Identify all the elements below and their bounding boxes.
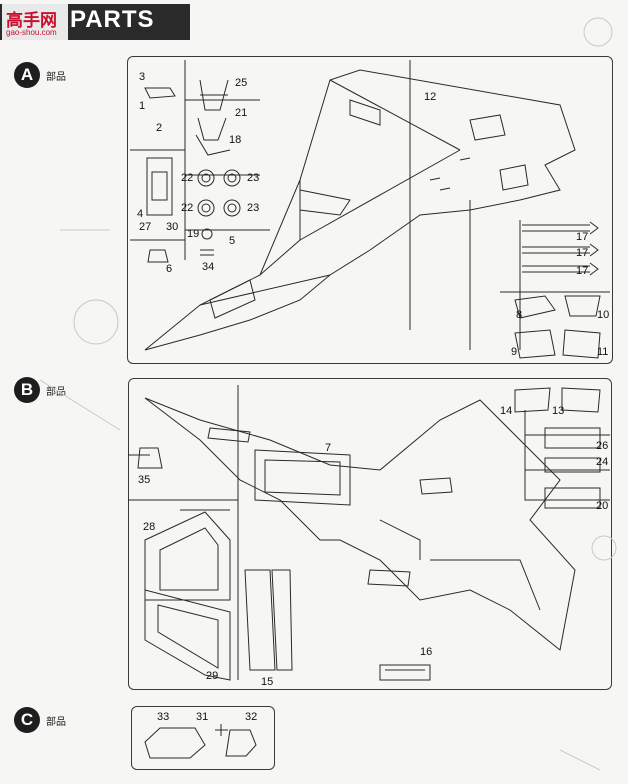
part-number: 12 [424,91,437,103]
part-number: 28 [143,521,156,533]
part-number: 15 [261,676,274,688]
part-number: 8 [516,309,523,321]
part-number: 29 [206,670,219,682]
part-number: 24 [596,456,609,468]
part-number: 1 [139,100,146,112]
part-number: 19 [187,228,200,240]
section-a-label: 部品 [46,72,66,83]
part-number: 13 [552,405,565,417]
part-number: 2 [156,122,163,134]
part-number: 14 [500,405,513,417]
part-number: 23 [247,202,260,214]
part-number: 20 [596,500,609,512]
section-c-label: 部品 [46,717,66,728]
part-number: 25 [235,77,248,89]
part-number: 27 [139,221,152,233]
section-a-badge: A [14,62,40,88]
part-number: 5 [229,235,236,247]
logo-text: 高手网 [6,11,57,31]
part-number: 22 [181,202,194,214]
section-b-badge: B [14,377,40,403]
part-number: 26 [596,440,609,452]
part-number: 31 [196,711,209,723]
part-number: 4 [137,208,144,220]
page-title: PARTS [70,6,155,33]
sprue-a-frame [127,56,613,364]
part-number: 30 [166,221,179,233]
part-number: 6 [166,263,173,275]
part-number: 17 [576,231,589,243]
part-number: 7 [325,442,332,454]
part-number: 17 [576,265,589,277]
part-number: 16 [420,646,433,658]
part-number: 10 [597,309,610,321]
part-number: 35 [138,474,151,486]
part-number: 17 [576,247,589,259]
section-b-label: 部品 [46,387,66,398]
part-number: 32 [245,711,258,723]
part-number: 9 [511,346,518,358]
logo-subtext: gao-shou.com [6,28,57,37]
part-number: 22 [181,172,194,184]
section-c-badge: C [14,707,40,733]
part-number: 11 [597,346,609,358]
sprue-b-frame [128,378,612,690]
part-number: 18 [229,134,242,146]
part-number: 3 [139,71,146,83]
part-number: 33 [157,711,170,723]
part-number: 21 [235,107,248,119]
sprue-c-frame [131,706,275,770]
site-logo: 高手网 gao-shou.com [2,4,68,40]
part-number: 34 [202,261,215,273]
part-number: 23 [247,172,260,184]
